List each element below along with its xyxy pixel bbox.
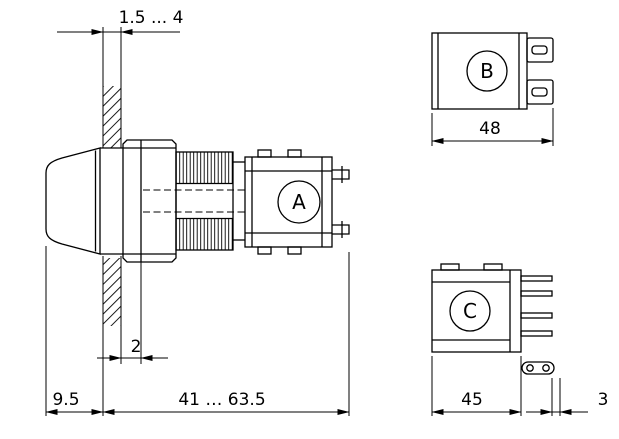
view-c-body: C [431, 263, 555, 375]
solder-pin [520, 330, 553, 337]
dim-panel-thickness: 1.5 ... 4 [57, 8, 184, 35]
solder-pin [520, 290, 553, 297]
dim-rear-depth-b-value: 48 [479, 119, 501, 139]
ribbed-body [175, 151, 234, 251]
dim-rear-depth-b: 48 [431, 108, 554, 146]
dim-front-protrusion: 9.5 [45, 246, 104, 416]
dim-mounting-depth-value: 41 … 63.5 [178, 390, 265, 410]
solder-pin [520, 312, 553, 319]
panel-hatch-bottom [103, 258, 121, 326]
view-b-body: B [431, 32, 554, 110]
dim-terminal-pitch: 3 [526, 378, 608, 416]
faston-tab-bottom [526, 79, 554, 105]
faston-tab-top [526, 37, 554, 63]
lens-button [45, 147, 123, 255]
dim-terminal-pitch-value: 3 [598, 390, 609, 410]
view-a-circle [277, 180, 321, 224]
dim-panel-to-collar-value: 2 [131, 337, 142, 357]
view-a-letter: A [292, 190, 306, 214]
dim-body-width-c: 45 [431, 356, 522, 416]
dim-panel-thickness-value: 1.5 ... 4 [119, 8, 184, 28]
panel-wall [102, 27, 122, 416]
view-b-circle [466, 50, 508, 92]
mounting-collar [122, 139, 177, 263]
view-c-letter: C [463, 299, 477, 323]
dim-front-protrusion-value: 9.5 [52, 390, 79, 410]
solder-pin [520, 275, 553, 282]
view-label-a: A [277, 180, 321, 224]
view-b-letter: B [480, 59, 494, 83]
terminal-pins [332, 166, 350, 238]
dim-body-width-c-value: 45 [461, 390, 483, 410]
view-c-circle [449, 290, 491, 332]
hidden-plunger-lines [143, 189, 248, 213]
dim-mounting-depth: 41 … 63.5 [102, 252, 350, 416]
contact-block [233, 149, 333, 255]
panel-hatch-top [103, 86, 121, 148]
jumper-link [521, 361, 555, 375]
dim-panel-to-collar: 2 [97, 262, 168, 364]
